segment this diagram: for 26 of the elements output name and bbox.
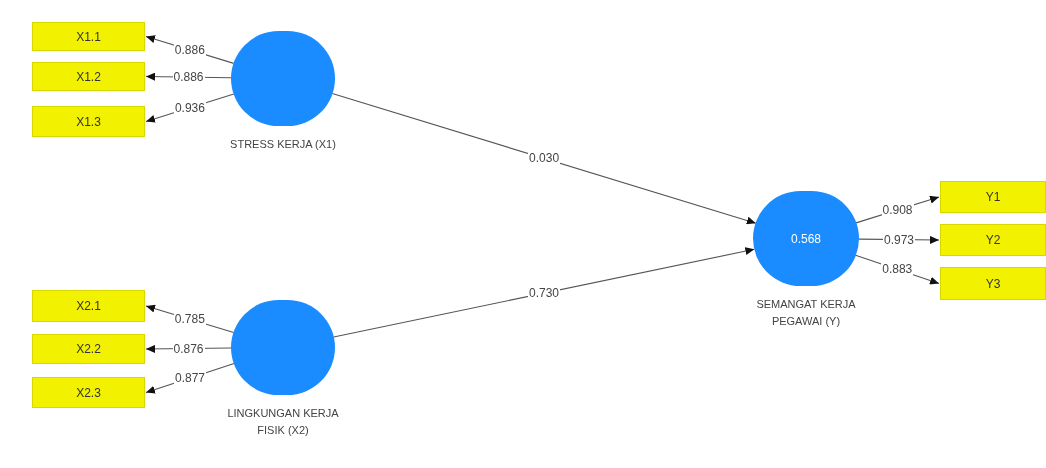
indicator-box: X1.1 [32,22,145,51]
edge-label: 0.785 [173,312,206,326]
indicator-box: X2.2 [32,334,145,364]
indicator-box: Y3 [940,267,1046,300]
edge-label: 0.886 [173,43,206,57]
arrow [331,93,757,225]
edge-label: 0.973 [882,233,915,247]
indicator-box: Y2 [940,224,1046,256]
edge-label: 0.877 [174,371,207,385]
construct-label: LINGKUNGAN KERJA FISIK (X2) [226,406,340,438]
indicator-box: X2.3 [32,377,145,408]
indicator-box: Y1 [940,181,1046,213]
arrow [333,247,755,338]
edge-label: 0.936 [173,101,206,115]
edge-label: 0.883 [881,262,914,276]
indicator-box: X2.1 [32,290,145,322]
indicator-box: X1.2 [32,62,145,91]
construct-label: STRESS KERJA (X1) [229,137,337,152]
r-squared-value: 0.568 [791,230,821,248]
edge-label: 0.908 [881,203,914,217]
edge-label: 0.730 [528,286,561,300]
edge-label: 0.876 [172,342,205,356]
construct-label: SEMANGAT KERJA PEGAWAI (Y) [755,297,857,329]
indicator-box: X1.3 [32,106,145,137]
edge-label: 0.030 [528,151,561,165]
edge-label: 0.886 [172,70,205,84]
